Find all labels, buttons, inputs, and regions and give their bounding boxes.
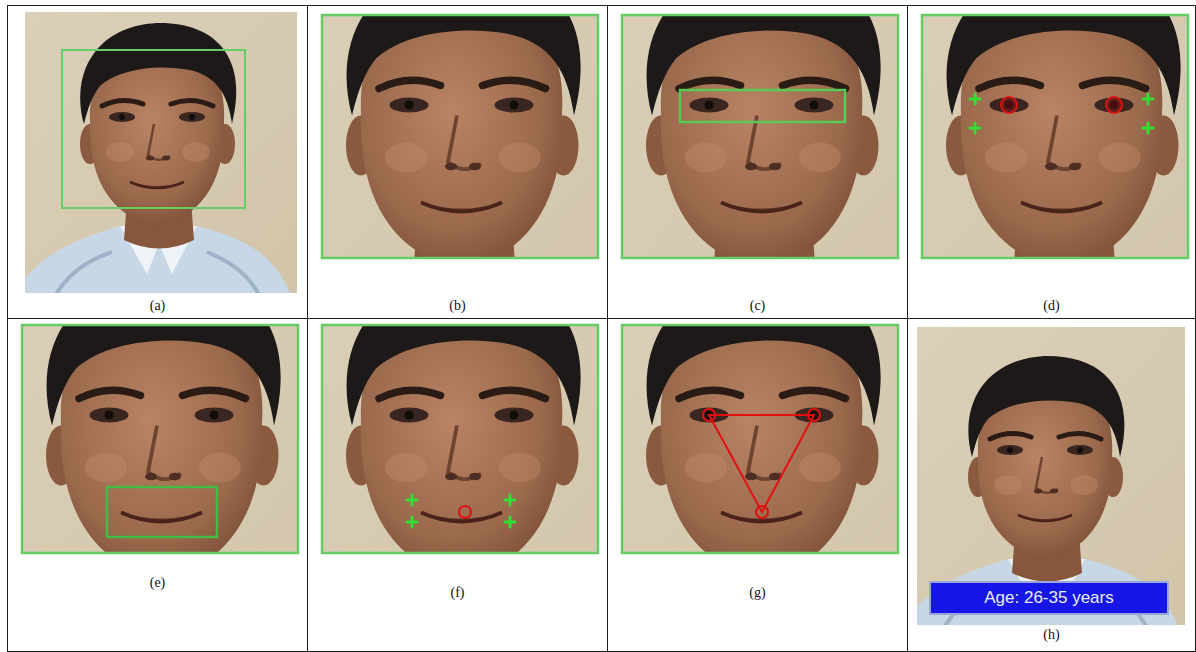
panel-label: (g) xyxy=(608,584,907,601)
panel-label: (c) xyxy=(608,297,907,314)
age-label: Age: 26-35 years xyxy=(984,588,1113,608)
panel-cell: (c) xyxy=(607,5,908,319)
panel-cell: (a) xyxy=(7,5,308,319)
panel-label: (d) xyxy=(908,297,1195,314)
panel-cell: (b) xyxy=(307,5,608,319)
age-badge: Age: 26-35 years xyxy=(929,581,1169,615)
panel-label: (b) xyxy=(308,297,607,314)
panel-label: (h) xyxy=(908,626,1195,643)
panel-cell: (h) Age: 26-35 years xyxy=(907,318,1196,652)
panel-cell: (f) xyxy=(307,318,608,652)
panel-cell: (d) xyxy=(907,5,1196,319)
panel-label: (a) xyxy=(8,297,307,314)
panel-cell: (e) xyxy=(7,318,308,652)
panel-label: (f) xyxy=(308,584,607,601)
panel-cell: (g) xyxy=(607,318,908,652)
panel-label: (e) xyxy=(8,574,307,591)
